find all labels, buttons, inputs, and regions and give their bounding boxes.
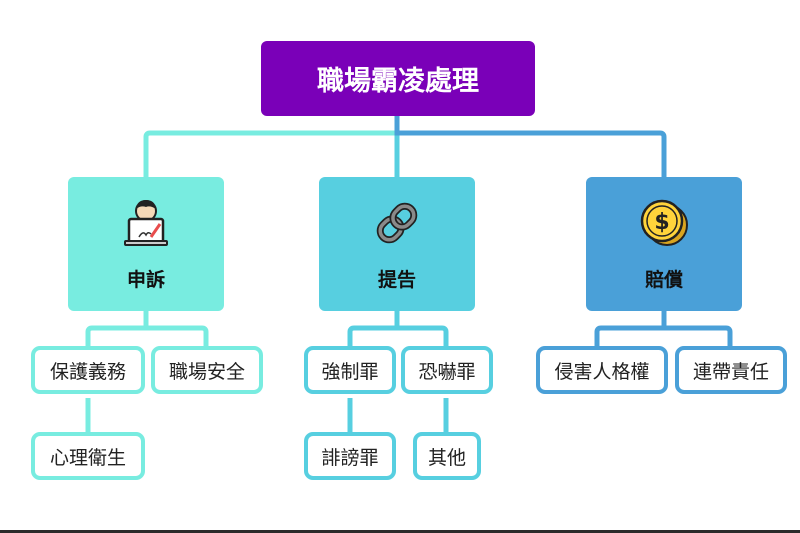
category-label: 提告 <box>377 269 416 291</box>
leaf-label: 連帶責任 <box>692 360 769 383</box>
leaf-mental-health: 心理衛生 <box>31 432 145 480</box>
leaf-coercion: 強制罪 <box>304 346 396 394</box>
category-label: 賠償 <box>644 269 683 291</box>
root-node: 職場霸凌處理 <box>261 41 535 116</box>
connector-compensation-personality <box>594 311 667 346</box>
leaf-label: 侵害人格權 <box>554 360 650 383</box>
leaf-joint-liability: 連帶責任 <box>675 346 787 394</box>
leaf-protection-duty: 保護義務 <box>31 346 145 394</box>
connector-complaint-safety <box>146 325 209 346</box>
leaf-label: 其他 <box>427 446 466 469</box>
leaf-personality-rights: 侵害人格權 <box>536 346 668 394</box>
category-compensation: $ 賠償 <box>586 177 742 311</box>
connector-complaint-protection <box>85 311 149 346</box>
category-label: 申訴 <box>126 269 165 291</box>
connector-compensation-joint <box>664 325 733 346</box>
leaf-intimidation: 恐嚇罪 <box>401 346 493 394</box>
svg-text:$: $ <box>654 210 669 235</box>
connector-lawsuit-coercion <box>347 311 400 346</box>
connector-lawsuit-intimidation <box>397 325 449 346</box>
connector-root-complaint <box>143 116 400 177</box>
connector-root-compensation <box>394 116 667 177</box>
leaf-label: 職場安全 <box>168 360 245 383</box>
dollar-coin-icon: $ <box>640 199 688 246</box>
person-laptop-icon <box>124 200 168 246</box>
leaf-defamation: 誹謗罪 <box>304 432 396 480</box>
leaf-label: 誹謗罪 <box>321 446 379 469</box>
chain-link-icon <box>376 202 418 244</box>
leaf-label: 恐嚇罪 <box>418 360 476 383</box>
leaf-label: 心理衛生 <box>49 446 126 469</box>
leaf-label: 強制罪 <box>321 360 379 383</box>
bottom-divider <box>0 530 800 533</box>
leaf-other: 其他 <box>413 432 481 480</box>
category-complaint: 申訴 <box>68 177 224 311</box>
leaf-label: 保護義務 <box>49 360 126 383</box>
leaf-workplace-safety: 職場安全 <box>151 346 263 394</box>
category-lawsuit: 提告 <box>319 177 475 311</box>
root-label: 職場霸凌處理 <box>317 66 479 97</box>
